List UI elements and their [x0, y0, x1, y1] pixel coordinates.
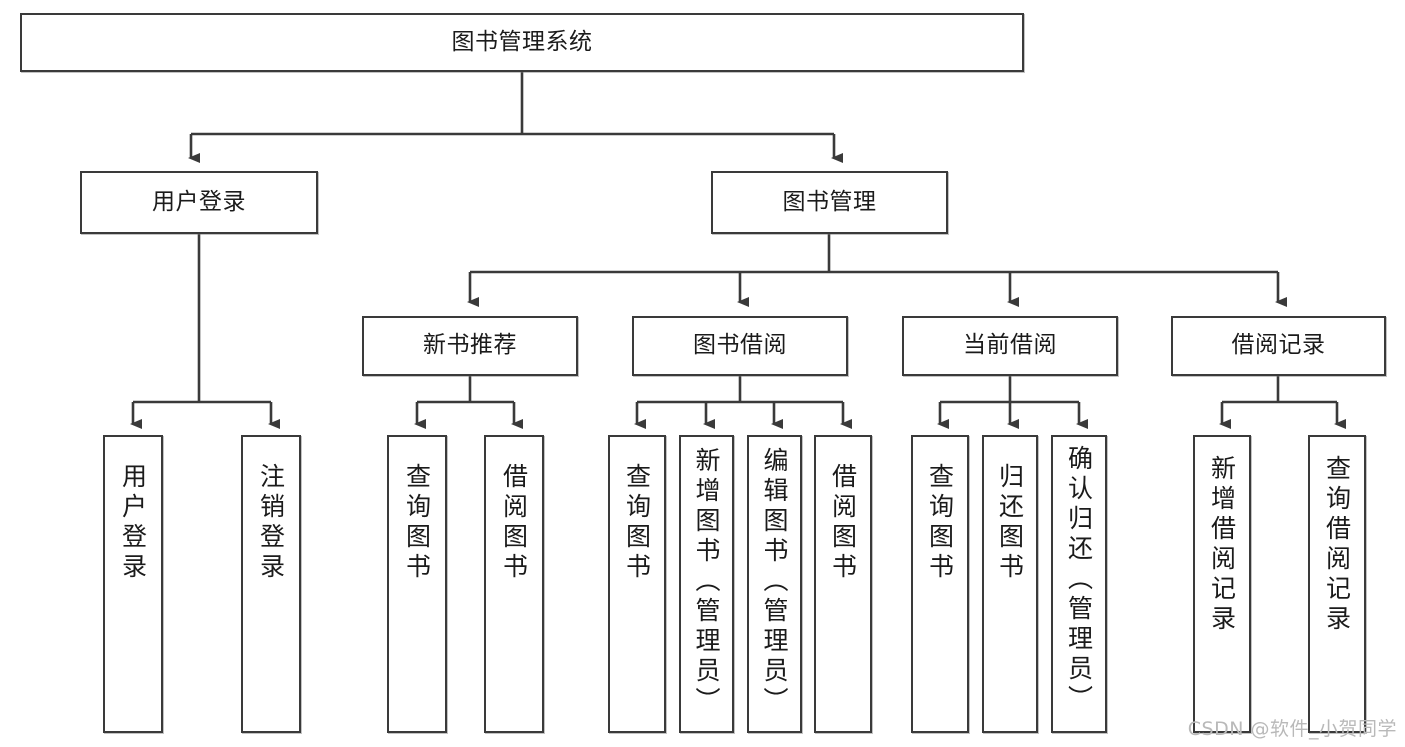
- node-label: 查询图书: [402, 463, 432, 583]
- node-label: 图书管理系统: [451, 28, 593, 55]
- node-new-book-recommend[interactable]: 新书推荐: [362, 316, 578, 376]
- leaf-current-query-book[interactable]: 查询图书: [911, 435, 969, 733]
- node-current-borrow[interactable]: 当前借阅: [902, 316, 1118, 376]
- node-label: 图书管理: [782, 188, 877, 215]
- leaf-recommend-borrow-book[interactable]: 借阅图书: [484, 435, 544, 733]
- node-book-management[interactable]: 图书管理: [711, 171, 948, 234]
- node-label: 用户登录: [118, 463, 148, 583]
- node-label: 确认归还（管理员）: [1064, 445, 1094, 715]
- leaf-recommend-query-book[interactable]: 查询图书: [387, 435, 447, 733]
- node-label: 查询借阅记录: [1322, 455, 1352, 635]
- leaf-current-confirm-return-admin[interactable]: 确认归还（管理员）: [1051, 435, 1107, 733]
- node-label: 注销登录: [256, 463, 286, 583]
- node-label: 查询图书: [622, 463, 652, 583]
- node-label: 编辑图书（管理员）: [760, 447, 789, 717]
- leaf-borrow-borrow-book[interactable]: 借阅图书: [814, 435, 872, 733]
- node-label: 查询图书: [925, 463, 955, 583]
- node-label: 新增借阅记录: [1207, 455, 1237, 635]
- node-borrow-record[interactable]: 借阅记录: [1171, 316, 1386, 376]
- node-label: 新增图书（管理员）: [692, 447, 721, 717]
- node-label: 借阅图书: [499, 463, 529, 583]
- leaf-borrow-edit-book-admin[interactable]: 编辑图书（管理员）: [747, 435, 802, 733]
- leaf-record-query-record[interactable]: 查询借阅记录: [1308, 435, 1366, 733]
- leaf-logout-login[interactable]: 注销登录: [241, 435, 301, 733]
- node-label: 当前借阅: [963, 332, 1057, 359]
- node-label: 图书借阅: [693, 332, 787, 359]
- node-label: 新书推荐: [423, 332, 517, 359]
- node-root-system[interactable]: 图书管理系统: [20, 13, 1024, 72]
- leaf-user-login[interactable]: 用户登录: [103, 435, 163, 733]
- node-user-login[interactable]: 用户登录: [80, 171, 318, 234]
- node-label: 借阅记录: [1231, 332, 1326, 359]
- node-book-borrow[interactable]: 图书借阅: [632, 316, 848, 376]
- leaf-record-add-record[interactable]: 新增借阅记录: [1193, 435, 1251, 733]
- leaf-borrow-query-book[interactable]: 查询图书: [608, 435, 666, 733]
- node-label: 归还图书: [995, 463, 1025, 583]
- node-label: 用户登录: [152, 188, 246, 215]
- leaf-current-return-book[interactable]: 归还图书: [982, 435, 1038, 733]
- leaf-borrow-add-book-admin[interactable]: 新增图书（管理员）: [679, 435, 734, 733]
- watermark-text: CSDN @软件_小贺同学: [1187, 718, 1397, 740]
- node-label: 借阅图书: [828, 463, 858, 583]
